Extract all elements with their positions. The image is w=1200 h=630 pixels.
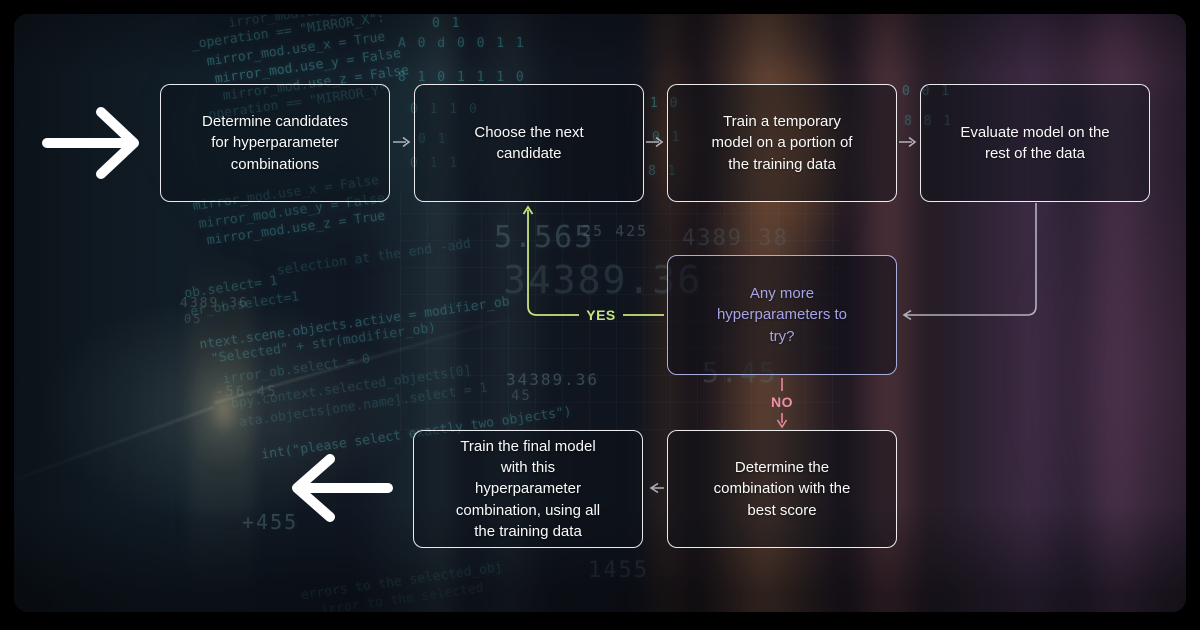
no-label: NO xyxy=(771,394,793,410)
background-photo: irror_mod.use_y_operation == "MIRROR_X":… xyxy=(14,14,1186,612)
yes-connector xyxy=(522,205,664,316)
arrow-choose-to-train xyxy=(646,136,664,148)
arrow-evaluate-to-decision xyxy=(902,203,1037,321)
no-connector xyxy=(776,378,788,429)
flow-box-choose-next-candidate: Choose the next candidate xyxy=(414,84,644,202)
arrow-bestscore-to-final xyxy=(649,482,664,494)
flow-box-decision-any-more: Any more hyperparameters to try? xyxy=(667,255,897,375)
big-arrow-left-icon xyxy=(292,454,393,522)
flow-box-evaluate-model: Evaluate model on the rest of the data xyxy=(920,84,1150,202)
big-arrow-right-icon xyxy=(42,107,139,179)
yes-label: YES xyxy=(586,307,616,323)
arrow-candidates-to-choose xyxy=(393,136,411,148)
flow-box-determine-candidates: Determine candidates for hyperparameter … xyxy=(160,84,390,202)
flow-box-train-temporary-model: Train a temporary model on a portion of … xyxy=(667,84,897,202)
vignette-overlay xyxy=(14,14,1186,612)
arrow-train-to-evaluate xyxy=(899,136,917,148)
flow-box-train-final-model: Train the final model with this hyperpar… xyxy=(413,430,643,548)
flow-box-determine-best-combination: Determine the combination with the best … xyxy=(667,430,897,548)
